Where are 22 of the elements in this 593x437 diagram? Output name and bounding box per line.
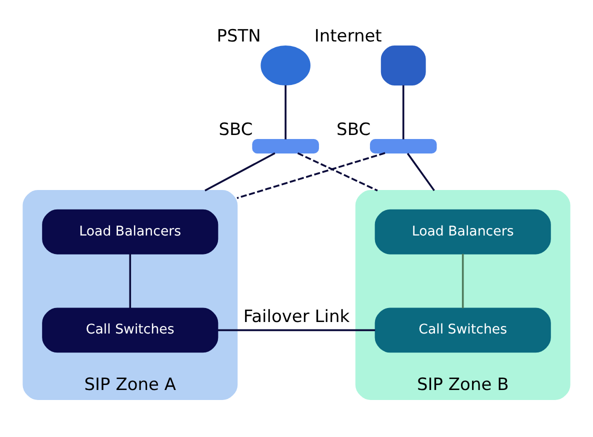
node-box: Call Switches [42, 308, 218, 353]
connector [462, 254, 464, 308]
connector [218, 329, 376, 332]
node-box: Load Balancers [374, 209, 551, 254]
connector [297, 152, 378, 192]
node-label: SBC [336, 120, 371, 140]
connector [129, 254, 132, 308]
node-box: Call Switches [374, 308, 551, 353]
node-cloud [260, 45, 310, 86]
node-label: PSTN [216, 26, 261, 46]
node-box [370, 138, 437, 154]
edge-label: Failover Link [243, 306, 350, 327]
connector [402, 85, 404, 140]
connector [406, 152, 435, 192]
node-label: Internet [314, 26, 382, 46]
node-box: Load Balancers [42, 209, 218, 254]
node-phone [380, 45, 426, 86]
connector [284, 85, 286, 140]
connector [204, 152, 276, 192]
node-label: SBC [218, 120, 253, 140]
node-box [252, 138, 319, 154]
connector [236, 152, 386, 199]
